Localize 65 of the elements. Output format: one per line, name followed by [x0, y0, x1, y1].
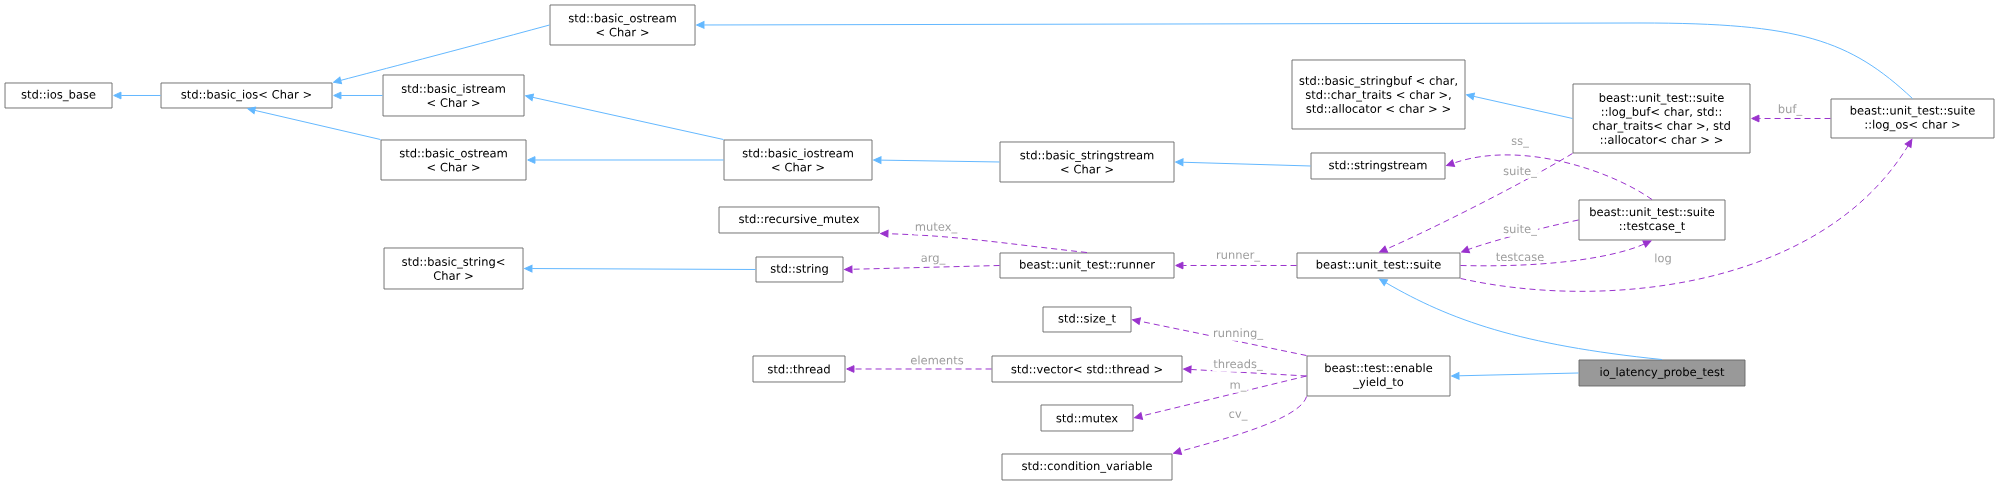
arrow [247, 106, 382, 141]
edge-label: m_ [1228, 381, 1248, 393]
arrow [1466, 92, 1574, 119]
arrow [1451, 371, 1580, 380]
arrow [333, 91, 384, 100]
edge-label: arg_ [919, 254, 947, 266]
arrow [524, 264, 757, 273]
arrow [1132, 317, 1308, 357]
arrow [1134, 375, 1308, 420]
class-box: std::stringstream [1310, 152, 1446, 180]
edge-label: running_ [1211, 327, 1265, 341]
class-box: beast::unit_test::suite ::testcase_t [1578, 199, 1726, 241]
arrow [1461, 219, 1580, 254]
edge-label: runner_ [1214, 251, 1262, 263]
arrow [1175, 261, 1298, 270]
edge-label: suite_ [1502, 223, 1538, 237]
arrow [1751, 114, 1832, 123]
edge-label: log [1653, 252, 1673, 266]
edge-label: cv_ [1227, 410, 1249, 422]
class-box: std::recursive_mutex [718, 206, 880, 234]
class-box: std::vector< std::thread > [991, 355, 1183, 383]
arrow [1183, 365, 1308, 377]
class-box: std::basic_ostream < Char > [549, 4, 696, 46]
arrow [1446, 154, 1653, 201]
arrow [844, 265, 1001, 274]
class-box: std::ios_base [4, 82, 113, 109]
class-box: std::condition_variable [1001, 453, 1173, 481]
class-box: io_latency_probe_test [1578, 359, 1746, 387]
arrow [1459, 240, 1652, 267]
class-box: std::basic_ios< Char > [160, 82, 333, 109]
arrow [1175, 158, 1312, 167]
class-box: beast::unit_test::suite ::log_os< char > [1830, 98, 1995, 139]
arrow [333, 24, 551, 85]
arrow [1173, 395, 1308, 455]
arrow [113, 91, 162, 100]
arrow [880, 229, 1088, 254]
edge-label: ss_ [1510, 137, 1530, 149]
arrow [1379, 278, 1663, 361]
edge-label: buf_ [1776, 103, 1804, 117]
class-box: beast::unit_test::runner [999, 252, 1175, 279]
class-box: std::basic_istream < Char > [382, 74, 525, 117]
class-box: std::string [755, 256, 844, 283]
class-box: std::mutex [1040, 404, 1134, 432]
class-box: std::size_t [1042, 306, 1132, 333]
arrow [527, 156, 725, 164]
arrow [696, 21, 1913, 100]
class-box: std::basic_stringbuf < char, std::char_traits < char >, std::allocator < char > > [1291, 59, 1466, 130]
edge-label: elements [909, 354, 965, 366]
class-box: std::basic_stringstream < Char > [999, 141, 1175, 183]
arrow [1379, 152, 1574, 253]
arrow [873, 156, 1001, 164]
class-box: beast::test::enable _yield_to [1306, 355, 1451, 397]
arrow [846, 365, 993, 373]
class-box: std::basic_ostream < Char > [380, 139, 527, 181]
edge-label: mutex_ [913, 221, 959, 235]
arrow [1459, 139, 1913, 292]
edge-label: suite_ [1502, 165, 1538, 179]
class-box: std::thread [752, 355, 846, 383]
class-box: std::basic_string< Char > [383, 247, 524, 290]
edge-label: threads_ [1212, 358, 1264, 372]
edge-label: testcase [1494, 251, 1546, 263]
arrow [525, 93, 725, 141]
class-box: beast::unit_test::suite [1296, 252, 1461, 279]
class-box: std::basic_iostream < Char > [723, 139, 873, 181]
class-box: beast::unit_test::suite ::log_buf< char, std:: char_traits< char >, std ::allocator< char > > [1572, 83, 1751, 154]
